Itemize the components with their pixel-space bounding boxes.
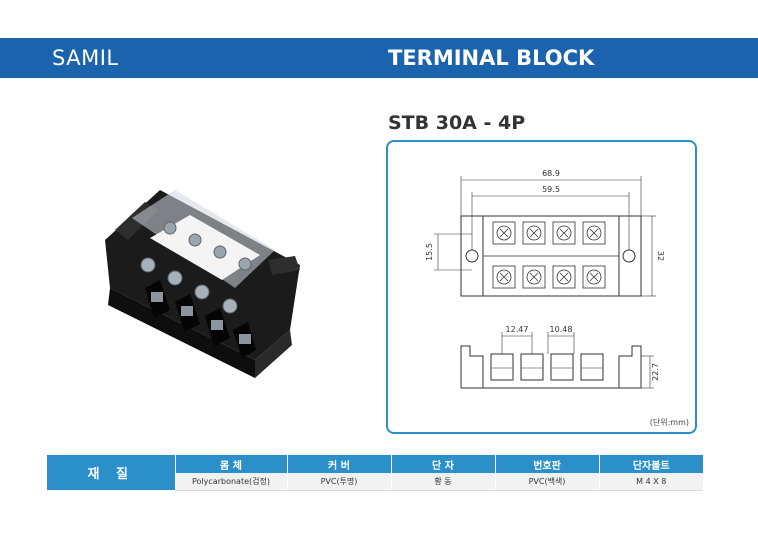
spec-header-marker: 번호판 <box>494 455 599 473</box>
header-bar: SAMIL TERMINAL BLOCK <box>0 38 758 78</box>
spec-header-body: 몸 체 <box>174 455 287 473</box>
document-title: TERMINAL BLOCK <box>388 46 595 70</box>
spec-value-bolt: M 4 X 8 <box>598 473 703 491</box>
technical-drawing: 68.9 59.5 32 15.5 12.47 10.4 <box>425 169 665 389</box>
technical-drawing-frame: 68.9 59.5 32 15.5 12.47 10.4 <box>386 140 697 434</box>
dim-pitch-1: 12.47 <box>506 325 529 334</box>
spec-header-bolt: 단자볼트 <box>598 455 703 473</box>
spec-value-marker: PVC(백색) <box>494 473 599 491</box>
dim-pitch-2: 10.48 <box>550 325 573 334</box>
unit-label: (단위:mm) <box>649 418 689 427</box>
product-model: STB 30A - 4P <box>388 112 526 134</box>
dim-height: 32 <box>656 251 665 261</box>
spec-value-row: Polycarbonate(검정) PVC(투명) 황 동 PVC(백색) M … <box>47 473 703 491</box>
spec-header-row: 재 질 몸 체 커 버 단 자 번호판 단자볼트 <box>47 455 703 490</box>
spec-header-terminal: 단 자 <box>390 455 495 473</box>
dim-side-height: 22.7 <box>651 363 660 381</box>
spec-value-terminal: 황 동 <box>390 473 495 491</box>
brand-name: SAMIL <box>52 46 119 70</box>
spec-value-body: Polycarbonate(검정) <box>174 473 287 491</box>
terminal-block-illustration <box>105 190 300 378</box>
dim-mount-pitch: 59.5 <box>542 185 560 194</box>
product-photo <box>50 160 350 420</box>
spec-row-label: 재 질 <box>47 455 175 490</box>
spec-table: 재 질 몸 체 커 버 단 자 번호판 단자볼트 Polycarbonate(검… <box>47 455 703 491</box>
spec-value-cover: PVC(투명) <box>286 473 391 491</box>
dim-overall-width: 68.9 <box>542 169 560 178</box>
spec-header-cover: 커 버 <box>286 455 391 473</box>
dim-left: 15.5 <box>425 243 434 261</box>
